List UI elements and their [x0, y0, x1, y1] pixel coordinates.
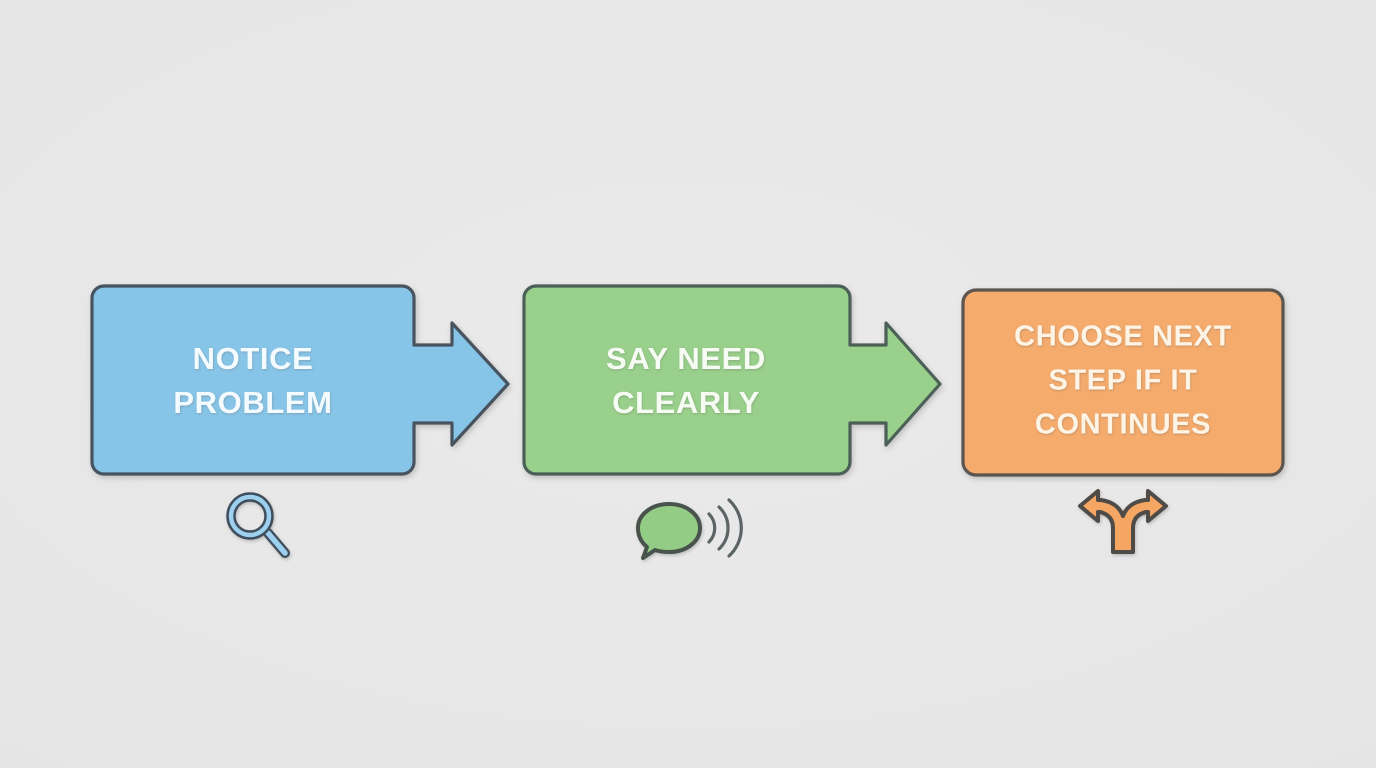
step-3-label-line-2: STEP IF IT — [1049, 365, 1198, 397]
step-2-label-line-1: SAY NEED — [606, 341, 766, 376]
process-step-3[interactable] — [961, 288, 1285, 477]
step-2-label-line-2: CLEARLY — [612, 385, 760, 420]
step-2-box-with-arrow[interactable] — [522, 284, 942, 476]
step-1-label-line-1: NOTICE — [193, 341, 314, 376]
process-step-2[interactable] — [522, 284, 942, 476]
process-step-1[interactable] — [90, 284, 510, 476]
step-3-label-line-3: CONTINUES — [1035, 409, 1211, 441]
sound-waves-icon — [707, 498, 743, 558]
magnifier-icon — [226, 492, 290, 558]
fork-arrows-icon — [1078, 489, 1168, 554]
step-3-label-line-1: CHOOSE NEXT — [1014, 321, 1232, 353]
speech-bubble-icon — [636, 502, 702, 560]
step-1-box-with-arrow[interactable] — [90, 284, 510, 476]
step-1-label-line-2: PROBLEM — [173, 385, 332, 420]
step-3-box[interactable] — [961, 288, 1285, 477]
